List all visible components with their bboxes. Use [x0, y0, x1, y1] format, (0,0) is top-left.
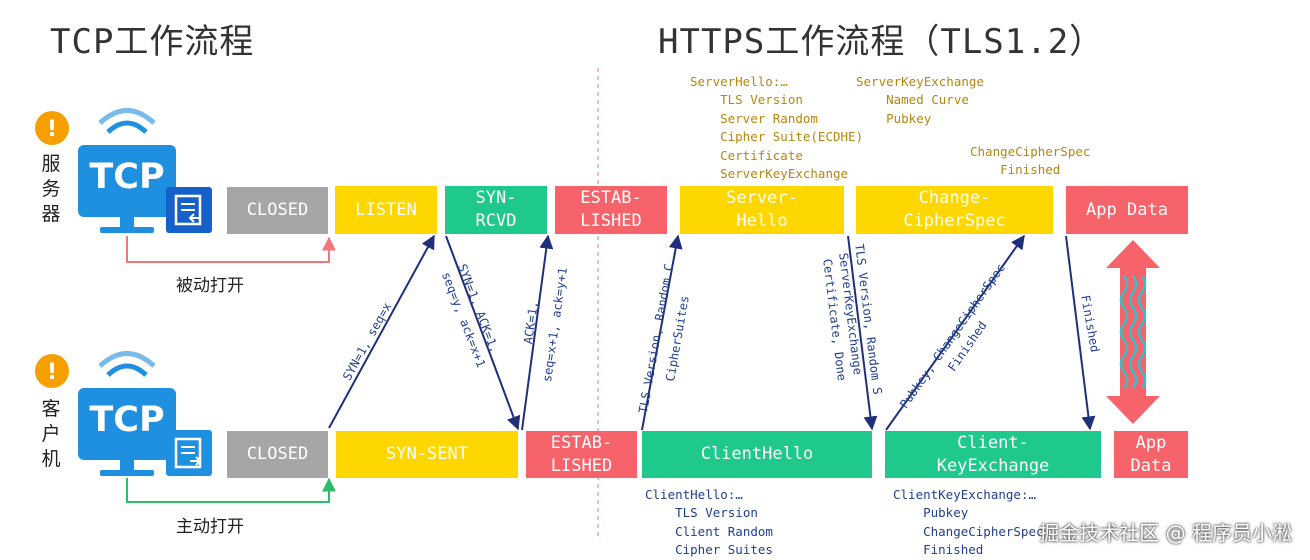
server-app-data-state: App Data — [1066, 186, 1188, 234]
client-key-exchange-note: ClientKeyExchange:… Pubkey ChangeCipherS… — [893, 487, 1044, 558]
active-open-connector — [126, 477, 336, 503]
ack-arrow — [521, 234, 554, 431]
server-key-exchange-note: ServerKeyExchange Named Curve Pubkey — [856, 74, 984, 126]
passive-open-caption: 被动打开 — [176, 276, 244, 296]
server-change-cipher-spec-state: Change- CipherSpec — [856, 186, 1053, 234]
syn-rcvd-state: SYN- RCVD — [445, 186, 547, 234]
svg-text:!: ! — [47, 360, 57, 385]
server-device-icon: ! — [35, 108, 212, 233]
wifi-icon — [106, 120, 148, 134]
client-closed-state: CLOSED — [227, 431, 328, 478]
server-finished-arrow — [1065, 235, 1096, 431]
server-closed-state: CLOSED — [227, 187, 328, 234]
client-key-exchange-state: Client- KeyExchange — [885, 431, 1101, 478]
client-hello-note: ClientHello:… TLS Version Client Random … — [645, 487, 773, 558]
server-hello-note: ServerHello:… TLS Version Server Random … — [690, 74, 864, 182]
alert-icon — [35, 111, 69, 145]
wifi-icon — [106, 363, 148, 377]
syn-ack-arrow — [445, 235, 521, 431]
server-icon-label: TCP — [89, 157, 165, 197]
change-cipher-spec-note: ChangeCipherSpec Finished — [970, 144, 1091, 178]
passive-open-connector — [126, 236, 336, 263]
client-hello-arrow — [641, 234, 683, 431]
https-title: HTTPS工作流程（TLS1.2） — [658, 22, 1105, 62]
svg-text:!: ! — [47, 117, 57, 142]
server-label: 服务器 — [41, 153, 61, 225]
client-established-state: ESTAB- LISHED — [526, 431, 637, 478]
alert-icon — [35, 354, 69, 388]
client-app-data-state: App Data — [1114, 431, 1188, 478]
server-hello-arrow — [847, 235, 878, 431]
syn-sent-state: SYN-SENT — [336, 431, 518, 478]
syn-arrow — [328, 234, 435, 429]
watermark: 掘金技术社区 @ 程序员小淞 — [1039, 521, 1292, 545]
client-device-icon: ! — [35, 351, 212, 476]
client-key-exchange-arrow — [885, 234, 1025, 431]
server-hello-state: Server- Hello — [680, 186, 844, 234]
tcp-title: TCP工作流程 — [50, 22, 255, 62]
app-data-exchange-icon — [1106, 240, 1160, 424]
client-label: 客户机 — [41, 398, 61, 470]
listen-state: LISTEN — [335, 186, 437, 234]
client-hello-state: ClientHello — [642, 431, 872, 478]
server-established-state: ESTAB- LISHED — [555, 186, 667, 234]
client-icon-label: TCP — [89, 400, 165, 440]
active-open-caption: 主动打开 — [176, 517, 244, 537]
